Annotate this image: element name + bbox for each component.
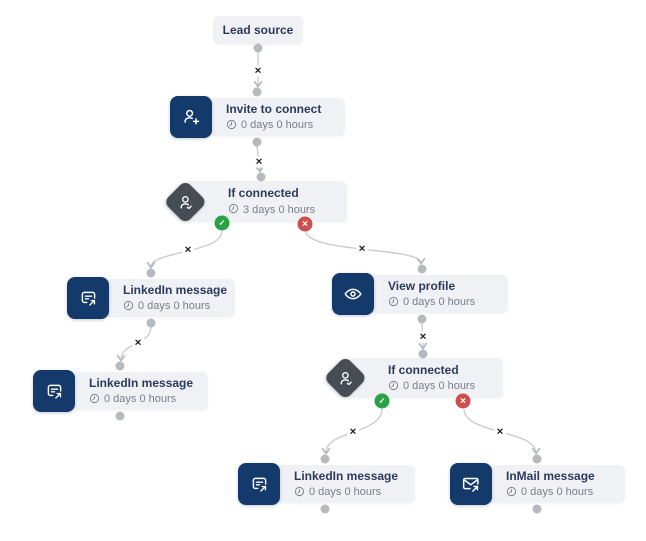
clock-icon [226, 119, 237, 133]
node-body: If connected 0 days 0 hours [346, 358, 503, 398]
output-port[interactable] [532, 504, 542, 514]
node-body: View profile 0 days 0 hours [372, 275, 508, 313]
delay-text: 3 days 0 hours [243, 203, 316, 216]
output-port[interactable] [253, 43, 263, 53]
node-body: LinkedIn message 0 days 0 hours [73, 372, 208, 410]
message-icon [67, 277, 109, 319]
person-check-icon [335, 368, 355, 388]
edge-delete-button[interactable]: ✕ [253, 156, 265, 168]
node-inmail-message[interactable]: InMail message 0 days 0 hours [450, 463, 625, 505]
node-title: LinkedIn message [294, 468, 399, 483]
node-title: LinkedIn message [89, 375, 194, 390]
node-delay: 0 days 0 hours [388, 296, 508, 310]
node-delay: 0 days 0 hours [294, 486, 415, 500]
person-check-icon [175, 192, 195, 212]
delay-text: 0 days 0 hours [521, 486, 594, 498]
node-title: Lead source [213, 16, 303, 44]
node-delay: 0 days 0 hours [123, 300, 235, 314]
node-title: If connected [388, 362, 459, 377]
node-title: Invite to connect [226, 101, 322, 116]
delay-text: 0 days 0 hours [403, 296, 476, 308]
node-body: LinkedIn message 0 days 0 hours [107, 279, 235, 317]
input-port[interactable] [320, 454, 330, 464]
edge-delete-button[interactable]: ✕ [356, 243, 368, 255]
eye-icon [332, 273, 374, 315]
person-add-icon [170, 96, 212, 138]
condition-diamond [323, 356, 368, 400]
delay-text: 0 days 0 hours [138, 300, 211, 312]
node-title: If connected [228, 186, 299, 200]
input-port[interactable] [418, 349, 428, 359]
delay-text: 0 days 0 hours [403, 380, 476, 392]
branch-no-badge[interactable]: ✕ [297, 216, 313, 232]
node-lead-source[interactable]: Lead source [213, 16, 303, 44]
node-title: View profile [388, 278, 456, 293]
edge-delete-button[interactable]: ✕ [347, 426, 359, 438]
input-port[interactable] [256, 172, 266, 182]
output-port[interactable] [146, 318, 156, 328]
clock-icon [294, 486, 305, 500]
edge-delete-button[interactable]: ✕ [132, 337, 144, 349]
node-body: If connected 3 days 0 hours [186, 181, 347, 222]
node-body: InMail message 0 days 0 hours [490, 465, 625, 503]
input-port[interactable] [115, 361, 125, 371]
input-port[interactable] [252, 87, 262, 97]
clock-icon [123, 300, 134, 314]
node-view-profile[interactable]: View profile 0 days 0 hours [332, 273, 508, 315]
output-port[interactable] [417, 314, 427, 324]
clock-icon [228, 203, 239, 217]
delay-text: 0 days 0 hours [309, 486, 382, 498]
branch-no-badge[interactable]: ✕ [455, 393, 471, 409]
input-port[interactable] [146, 268, 156, 278]
node-delay: 0 days 0 hours [506, 486, 625, 500]
clock-icon [506, 486, 517, 500]
edge-delete-button[interactable]: ✕ [494, 426, 506, 438]
branch-yes-badge[interactable]: ✓ [374, 393, 390, 409]
input-port[interactable] [417, 264, 427, 274]
delay-text: 0 days 0 hours [104, 393, 177, 405]
branch-yes-badge[interactable]: ✓ [214, 215, 230, 231]
node-if-connected-1[interactable]: If connected 3 days 0 hours [163, 179, 347, 224]
input-port[interactable] [532, 454, 542, 464]
edge-delete-button[interactable]: ✕ [182, 244, 194, 256]
clock-icon [388, 296, 399, 310]
node-body: Invite to connect 0 days 0 hours [210, 98, 345, 136]
clock-icon [388, 380, 399, 394]
node-linkedin-message-2[interactable]: LinkedIn message 0 days 0 hours [33, 370, 208, 412]
message-icon [238, 463, 280, 505]
node-title: InMail message [506, 468, 595, 483]
node-delay: 3 days 0 hours [228, 203, 347, 217]
node-invite-to-connect[interactable]: Invite to connect 0 days 0 hours [170, 96, 345, 138]
node-delay: 0 days 0 hours [226, 119, 345, 133]
node-title: LinkedIn message [123, 282, 228, 297]
edge-delete-button[interactable]: ✕ [252, 65, 264, 77]
node-body: LinkedIn message 0 days 0 hours [278, 465, 415, 503]
node-delay: 0 days 0 hours [388, 380, 503, 394]
node-linkedin-message-1[interactable]: LinkedIn message 0 days 0 hours [67, 277, 235, 319]
output-port[interactable] [252, 137, 262, 147]
mail-icon [450, 463, 492, 505]
edge-delete-button[interactable]: ✕ [417, 331, 429, 343]
node-linkedin-message-3[interactable]: LinkedIn message 0 days 0 hours [238, 463, 415, 505]
delay-text: 0 days 0 hours [241, 119, 314, 131]
clock-icon [89, 393, 100, 407]
output-port[interactable] [320, 504, 330, 514]
node-if-connected-2[interactable]: If connected 0 days 0 hours [323, 356, 503, 400]
condition-diamond [163, 179, 208, 224]
node-delay: 0 days 0 hours [89, 393, 208, 407]
message-icon [33, 370, 75, 412]
output-port[interactable] [115, 411, 125, 421]
